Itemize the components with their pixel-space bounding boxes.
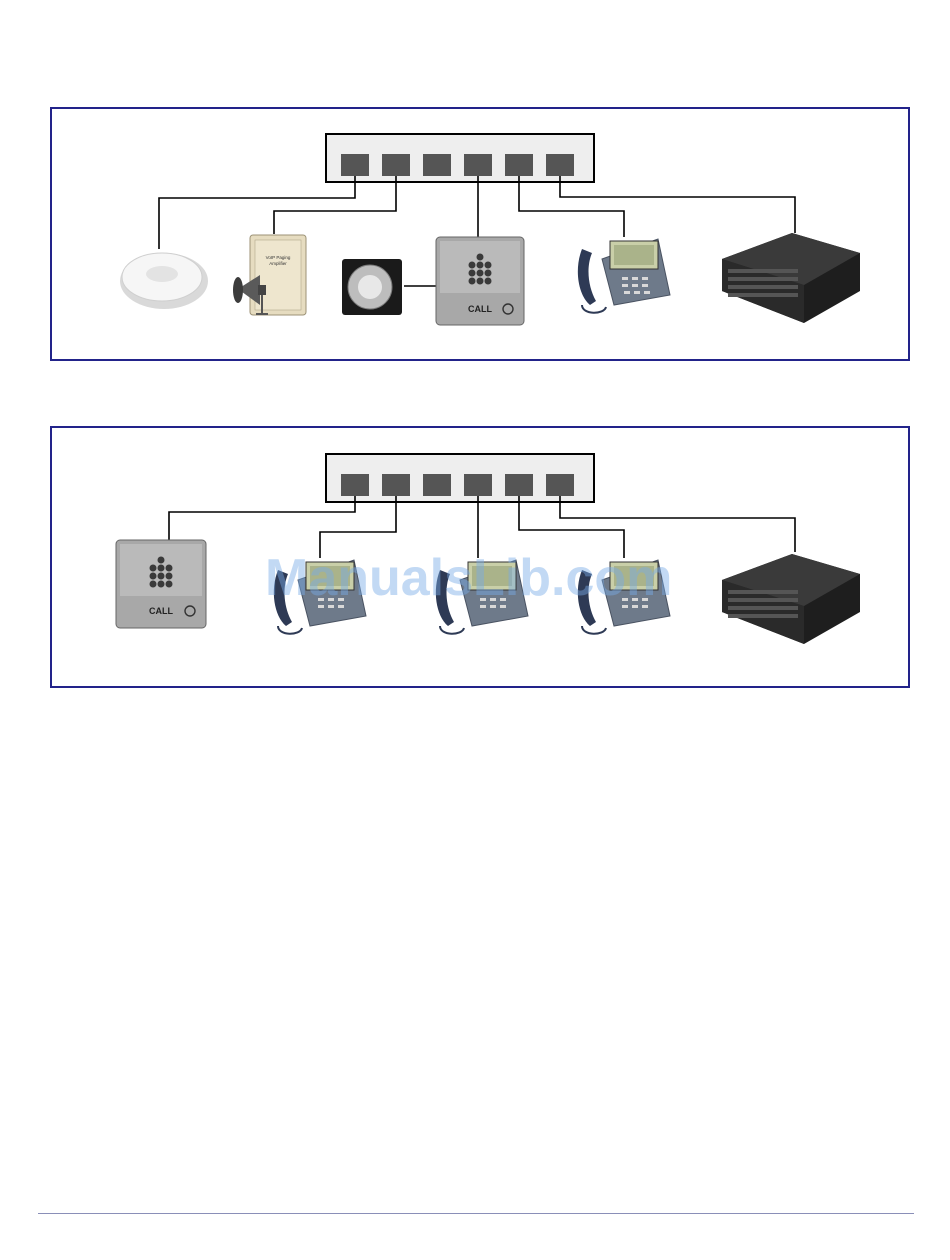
amplifier-label-line1: VoIP Paging bbox=[266, 255, 291, 260]
intercom-logo: CALL bbox=[149, 606, 173, 616]
switch-port bbox=[505, 154, 533, 176]
network-switch bbox=[326, 134, 594, 182]
watermark-text: ManualsLib.com bbox=[265, 548, 705, 608]
intercom-icon: CALL bbox=[116, 540, 206, 628]
amplifier-label-line2: Amplifier bbox=[269, 261, 287, 266]
intercom-logo: CALL bbox=[468, 304, 492, 314]
network-switch bbox=[326, 454, 594, 502]
strobe-light-icon bbox=[342, 259, 402, 315]
diagram-1-canvas: VoIP Paging Amplifier bbox=[52, 109, 908, 359]
footer-divider bbox=[38, 1213, 914, 1214]
switch-port bbox=[546, 474, 574, 496]
ip-phone-icon bbox=[578, 239, 670, 313]
switch-port bbox=[464, 474, 492, 496]
server-icon bbox=[722, 554, 860, 644]
switch-port bbox=[382, 154, 410, 176]
switch-port bbox=[464, 154, 492, 176]
ceiling-speaker-icon bbox=[120, 253, 208, 309]
switch-port bbox=[505, 474, 533, 496]
diagram-panel-1: VoIP Paging Amplifier bbox=[50, 107, 910, 361]
switch-port bbox=[341, 154, 369, 176]
switch-port bbox=[341, 474, 369, 496]
switch-port bbox=[382, 474, 410, 496]
intercom-icon: CALL bbox=[436, 237, 524, 325]
switch-port bbox=[423, 154, 451, 176]
switch-port bbox=[423, 474, 451, 496]
switch-port bbox=[546, 154, 574, 176]
server-icon bbox=[722, 233, 860, 323]
